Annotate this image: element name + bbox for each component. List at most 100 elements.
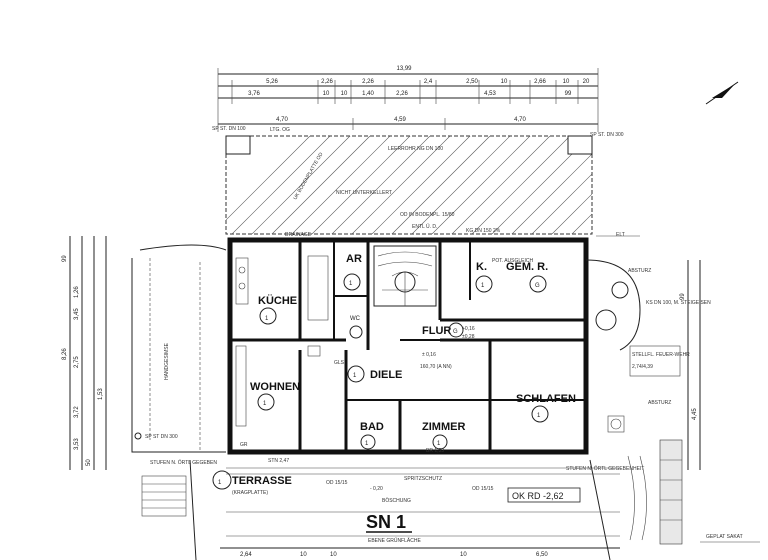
room-zimmer-label: ZIMMER [422,421,465,433]
kg-label: KG DN 150 2% [466,228,501,234]
handgesimse-label: HANDGESIMSE [164,342,170,380]
room-k-label: K. [476,261,487,273]
nicht-unterkellert-label: NICHT UNTERKELLERT [336,190,392,196]
dim-left-8: 1,53 [98,388,104,400]
room-flur-number: G [453,329,458,335]
dim-right-1: 4,45 [692,408,698,420]
dim-top-2d: 1,40 [362,91,374,97]
dim-left-5: 3,72 [74,406,80,418]
room-ar-number: 1 [349,281,353,287]
drainage-label: DRAINAGE [285,232,312,238]
interior-annotations: ± 0,16 160,70 (A NN) +0,16 ±0,28 POT. AU… [235,255,534,464]
sp-left-label: SP ST. DN 100 [212,126,246,132]
dim-left-7: 50 [86,459,92,466]
dim-top-1g: 2,66 [534,79,546,85]
leerrohr-label: LEERROHR NG DN 100 [388,146,443,152]
dim-016b-label: +0,16 [462,326,475,332]
room-wohnen-label: WOHNEN [250,381,300,393]
building-walls [227,237,589,455]
dim-top-2f: 4,53 [484,91,496,97]
room-diele-label: DIELE [370,369,402,381]
stufen-right-label: STUFEN N. ÖRTL GEGEBENHEIT [566,465,644,472]
ks-label: KS DN 100, M. STEIGEISEN [646,300,711,306]
room-bad-number: 1 [365,441,369,447]
room-terrasse-label: TERRASSE [232,475,292,487]
room-wohnen-number: 1 [263,401,267,407]
dim-016-label: ± 0,16 [422,352,436,358]
room-kueche-label: KÜCHE [258,294,297,307]
room-kueche-number: 1 [265,316,269,322]
entl-label: ENTL Ü. D. [412,223,437,230]
room-labels: KÜCHE 1 AR 1 WC K. 1 GEM. R. G FLUR G WO… [250,253,576,450]
dim-top-2c: 10 [341,91,348,97]
dim-left-1: 99 [62,255,68,262]
absturz-label-2: ABSTURZ [648,400,671,406]
dim-left-6: 3,53 [74,438,80,450]
unexcavated-area: SP ST. DN 100 SP ST. DN 300 LTG. OG LEER… [212,126,624,238]
footer-stamp-text: GEPLAT SAKAT [706,534,743,540]
spritzschutz-label: SPRITZSCHUTZ [404,476,442,482]
dim-028-label: ±0,28 [462,334,475,340]
gls-label: GLS [334,360,345,366]
dim-top-1c: 2,26 [362,79,374,85]
dim-top-3b: 4,59 [394,117,406,123]
od-bodenpl-label: OD IN BODENPL. 15/80 [400,212,455,218]
room-gem-label: GEM. R. [506,261,548,273]
dim-bottom-1: 2,64 [240,552,252,558]
boeschung-label: BÖSCHUNG [382,497,411,504]
dim-right-2: 99 [680,293,686,300]
sp-right-label: SP ST. DN 300 [590,132,624,138]
stellfl-label: STELLFL. FEUER-WEHR [632,352,690,358]
stn-label: STN 2,47 [268,458,289,464]
top-dimension-chains: 13,99 5,26 2,26 2,26 2,4 2,50 10 2,66 10… [217,66,599,132]
room-wc-label: WC [350,316,361,322]
staircase [373,245,437,307]
dim-top-1d: 2,4 [424,79,433,85]
dim-left-4: 2,75 [74,356,80,368]
dim-top-1h: 10 [563,79,570,85]
stufen-left-label: STUFEN N. ÖRTL GEGEBEN [150,459,217,466]
right-exterior: STELLFL. FEUER-WEHR 2,74/4,39 ABSTURZ AB… [566,232,711,545]
terrace-area: 1 TERRASSE (KRAGPLATTE) OD 15/15 OD 15/1… [189,459,620,560]
section-mark: SN 1 [366,512,406,532]
dim-top-1b: 2,26 [321,79,333,85]
dim-top-3c: 4,70 [514,117,526,123]
dim-left-2: 1,26 [74,286,80,298]
dim-left-3: 3,45 [74,308,80,320]
pot-label: POT. AUSGLEICH [492,258,534,264]
dim-bottom-2: 6,50 [536,552,548,558]
dim-top-2a: 3,76 [248,91,260,97]
absturz-label-1: ABSTURZ [628,268,651,274]
ok-rd-label: OK RD -2,62 [512,491,564,501]
room-diele-number: 1 [353,373,357,379]
dim-top-1a: 5,26 [266,79,278,85]
dim-bottom-4: 10 [330,552,337,558]
left-exterior: 99 1,26 3,45 8,26 2,75 3,72 3,53 50 1,53… [62,236,227,517]
room-gem-number: G [535,283,540,289]
stellfl-dims: 2,74/4,39 [632,364,653,370]
od-right-label: OD 15/15 [472,486,494,492]
room-zimmer-number: 1 [437,441,441,447]
room-bad-label: BAD [360,421,384,433]
dim-top-2g: 99 [565,91,572,97]
sp-st-dn-label: SP ST DN 300 [145,434,178,440]
dim-020-label: - 0,20 [370,486,383,492]
footer-stamp: GEPLAT SAKAT [700,534,760,543]
dim-bottom-3: 10 [300,552,307,558]
dim-top-total: 13,99 [396,66,412,72]
north-arrow-icon [705,81,739,105]
dim-bottom-5: 10 [460,552,467,558]
gr-label: GR [240,442,248,448]
room-k-number: 1 [481,283,485,289]
room-schlafen-label: SCHLAFEN [516,393,576,405]
ok-rd-box [507,487,581,503]
dim-160-label: 160,70 (A NN) [420,364,452,370]
elt-label: ELT [616,232,625,238]
od-left-label: OD 15/15 [326,480,348,486]
kragplatte-label: (KRAGPLATTE) [232,490,268,496]
room-flur-label: FLUR [422,325,451,337]
terrasse-number: 1 [218,480,222,486]
dim-top-1i: 20 [583,79,590,85]
